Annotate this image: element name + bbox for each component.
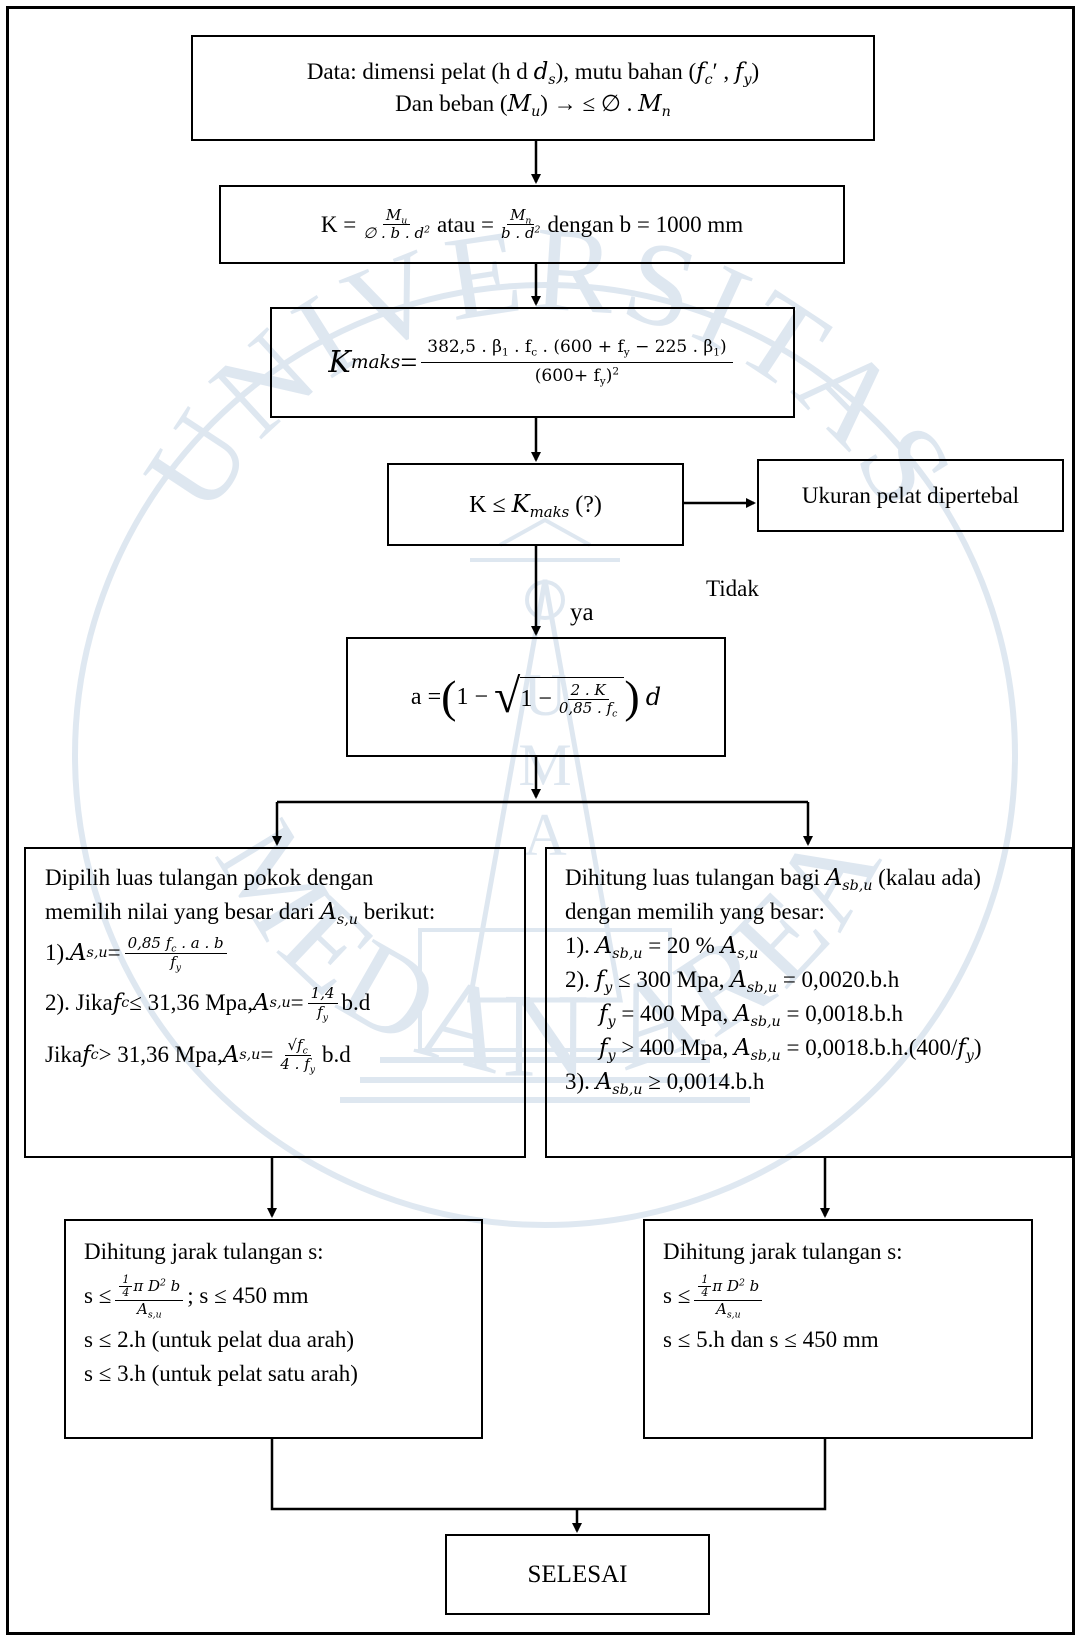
input-data-box: Data: dimensi pelat (h d ds), mutu bahan… — [191, 35, 875, 141]
dist-item-3: 3). Asb,u ≥ 0,0014.b.h — [565, 1069, 765, 1098]
thicken-plate-box: Ukuran pelat dipertebal — [757, 459, 1064, 532]
input-data-line-1: Data: dimensi pelat (h d ds), mutu bahan… — [306, 59, 760, 88]
dist-spacing-limit: s ≤ 5.h dan s ≤ 450 mm — [663, 1327, 879, 1352]
watermark-letter-2: M — [518, 732, 571, 798]
main-line-2: memilih nilai yang besar dari As,u berik… — [45, 899, 436, 928]
decision-box: K ≤ Kmaks (?) — [387, 463, 684, 546]
decision-condition: K ≤ Kmaks (?) — [469, 490, 602, 522]
watermark-letter-1: U — [523, 662, 566, 728]
thicken-plate-label: Ukuran pelat dipertebal — [801, 482, 1020, 508]
input-data-line-2: Dan beban (Mu) → ≤ ∅ . Mn — [395, 91, 671, 120]
page-frame — [6, 6, 1075, 1635]
dist-item-2: 2). fy ≤ 300 Mpa, Asb,u = 0,0020.b.h — [565, 967, 900, 996]
dist-item-2b: fy = 400 Mpa, Asb,u = 0,0018.b.h — [599, 1001, 903, 1030]
end-box: SELESAI — [445, 1534, 710, 1615]
no-label: Tidak — [706, 576, 759, 601]
dist-line-1: Dihitung luas tulangan bagi Asb,u (kalau… — [565, 865, 981, 894]
distribution-reinforcement-box: Dihitung luas tulangan bagi Asb,u (kalau… — [545, 847, 1073, 1158]
dist-line-2: dengan memilih yang besar: — [565, 899, 825, 924]
yes-label: ya — [570, 599, 594, 626]
main-line-1: Dipilih luas tulangan pokok dengan — [45, 865, 374, 890]
end-label: SELESAI — [527, 1560, 628, 1588]
main-spacing-title: Dihitung jarak tulangan s: — [84, 1239, 324, 1264]
dist-spacing-title: Dihitung jarak tulangan s: — [663, 1239, 903, 1264]
dist-item-1: 1). Asb,u = 20 % As,u — [565, 933, 759, 962]
dist-item-2c: fy > 400 Mpa, Asb,u = 0,0018.b.h.(400/fy… — [599, 1035, 982, 1064]
main-spacing-two-way: s ≤ 2.h (untuk pelat dua arah) — [84, 1327, 355, 1352]
main-reinforcement-box: Dipilih luas tulangan pokok dengan memil… — [24, 847, 526, 1158]
main-spacing-one-way: s ≤ 3.h (untuk pelat satu arah) — [84, 1361, 358, 1386]
